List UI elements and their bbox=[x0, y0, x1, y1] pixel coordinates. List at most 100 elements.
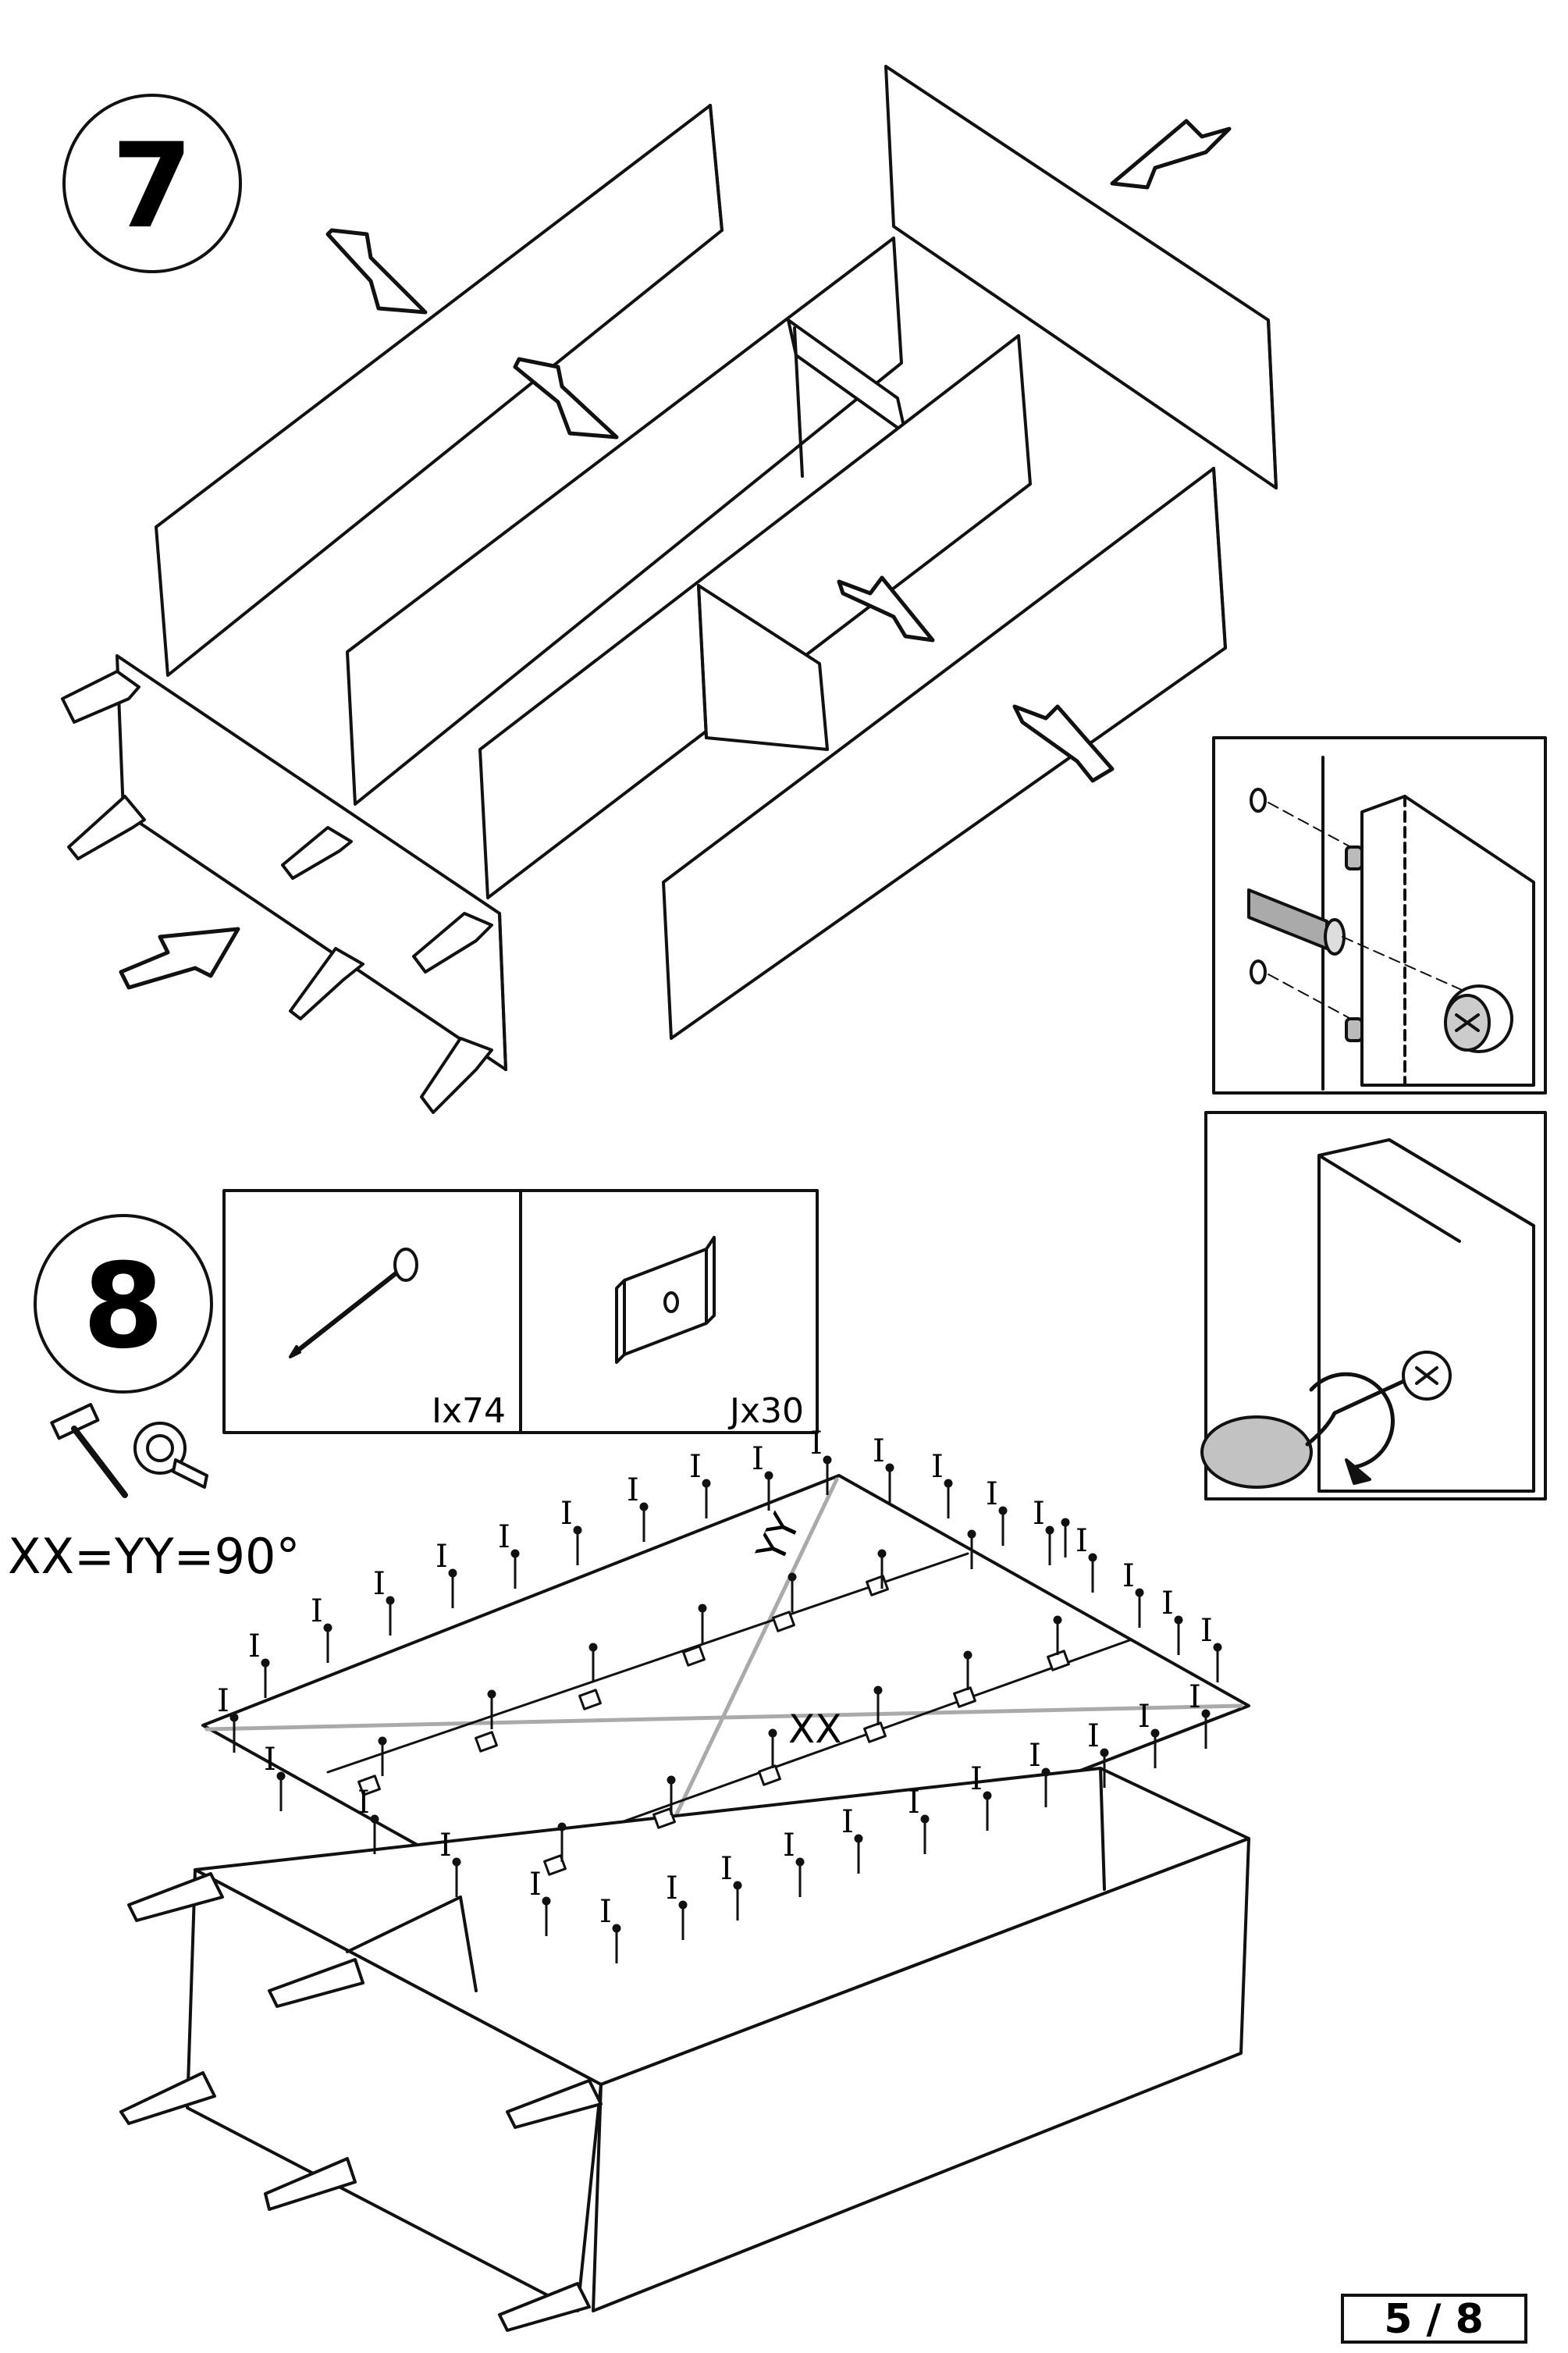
dowel-icon bbox=[1250, 788, 1364, 1042]
nail-label: I bbox=[666, 1871, 678, 1906]
nail-head bbox=[487, 1689, 496, 1699]
nail-label: I bbox=[841, 1804, 854, 1840]
nail-head bbox=[920, 1814, 930, 1824]
nail-head bbox=[823, 1455, 832, 1465]
nail-head bbox=[573, 1525, 582, 1535]
nail-head bbox=[963, 1650, 972, 1660]
nail-label: I bbox=[810, 1426, 823, 1461]
nail-head bbox=[877, 1549, 887, 1558]
arrows-step7 bbox=[119, 119, 1232, 990]
nail-label: I bbox=[627, 1472, 639, 1508]
middle-partition-2 bbox=[478, 334, 1032, 899]
nail-head bbox=[639, 1502, 649, 1511]
nails-I bbox=[229, 1455, 1222, 1963]
step8-number: 8 bbox=[83, 1239, 164, 1375]
nail-label: I bbox=[873, 1433, 885, 1469]
nail-label: I bbox=[264, 1742, 276, 1778]
nail-head bbox=[733, 1881, 742, 1890]
nail-head bbox=[612, 1924, 621, 1933]
nail-label: I bbox=[1087, 1718, 1100, 1754]
back-panel bbox=[155, 104, 724, 677]
nail-label: I bbox=[1029, 1738, 1041, 1774]
screwdriver-icon bbox=[1200, 1351, 1452, 1489]
nail-label: I bbox=[1122, 1558, 1135, 1594]
nail-label: I bbox=[720, 1851, 733, 1887]
screwdriver-detail bbox=[1200, 1111, 1547, 1500]
nail-label: I bbox=[439, 1828, 452, 1864]
nail-label: I bbox=[1200, 1613, 1213, 1649]
nail-label: I bbox=[357, 1785, 370, 1821]
page-number: 5 / 8 bbox=[1384, 2296, 1484, 2343]
nail-head bbox=[854, 1834, 863, 1843]
nail-label: I bbox=[1189, 1679, 1201, 1715]
nail-head bbox=[667, 1775, 676, 1785]
right-side-panel bbox=[884, 65, 1278, 489]
tape-measure-icon bbox=[133, 1422, 208, 1489]
nail-label: I bbox=[217, 1683, 229, 1719]
nail-head bbox=[1213, 1643, 1222, 1652]
nail-head bbox=[370, 1814, 379, 1824]
legs-step8 bbox=[119, 1872, 603, 2332]
part-I-count: Ix74 bbox=[432, 1391, 506, 1431]
nail-head bbox=[998, 1506, 1008, 1515]
nail-head bbox=[1061, 1518, 1070, 1527]
nail-label: I bbox=[436, 1539, 448, 1575]
cabinet-body bbox=[186, 1767, 1250, 2312]
nail-label: I bbox=[311, 1593, 323, 1629]
nail-head bbox=[768, 1728, 777, 1738]
nail-label: I bbox=[560, 1496, 573, 1532]
step7-number: 7 bbox=[112, 119, 193, 255]
nail-head bbox=[1150, 1728, 1160, 1738]
brackets-J bbox=[357, 1575, 1070, 1876]
nail-head bbox=[448, 1568, 457, 1578]
nail-label: I bbox=[908, 1785, 920, 1821]
nail-head bbox=[967, 1529, 976, 1539]
nail-head bbox=[1100, 1748, 1109, 1757]
cam-lock-icon bbox=[1444, 984, 1513, 1053]
nail-label: I bbox=[248, 1629, 261, 1664]
nail-head bbox=[944, 1479, 953, 1488]
part-J-count: Jx30 bbox=[727, 1391, 804, 1431]
nail-head bbox=[229, 1713, 239, 1722]
nail-head bbox=[386, 1596, 395, 1605]
nail-head bbox=[1201, 1709, 1211, 1718]
legs-step7 bbox=[61, 670, 493, 1114]
nail-head bbox=[276, 1771, 286, 1781]
front-panel bbox=[662, 467, 1227, 1040]
nail-head bbox=[873, 1686, 883, 1695]
hammer-icon bbox=[50, 1403, 128, 1498]
nail-head bbox=[788, 1572, 797, 1582]
nail-head bbox=[885, 1463, 894, 1472]
nail-head bbox=[1045, 1525, 1054, 1535]
nail-head bbox=[557, 1822, 567, 1831]
nail-head bbox=[510, 1549, 520, 1558]
nail-label: I bbox=[498, 1519, 510, 1555]
nail-label: I bbox=[783, 1828, 795, 1864]
nail-label: I bbox=[599, 1894, 612, 1930]
nail-head bbox=[1174, 1615, 1183, 1625]
parts-box-bracket bbox=[519, 1189, 819, 1434]
nail-label: I bbox=[931, 1449, 944, 1485]
nail-label: I bbox=[1161, 1586, 1174, 1621]
cam-lock-detail bbox=[1212, 736, 1547, 1095]
middle-partition-1 bbox=[346, 237, 907, 806]
nail-head bbox=[795, 1857, 805, 1867]
back-cover-board bbox=[201, 1474, 1250, 1953]
nail-label: I bbox=[689, 1449, 702, 1485]
nail-head bbox=[1135, 1588, 1144, 1597]
nail-label: I bbox=[1033, 1496, 1045, 1532]
cam-bolt-icon bbox=[1247, 888, 1484, 1000]
nail-label: I bbox=[1138, 1699, 1150, 1735]
nail-head bbox=[1088, 1553, 1097, 1562]
step8-circle bbox=[34, 1214, 213, 1394]
nail-head bbox=[452, 1857, 461, 1867]
step7-circle bbox=[62, 94, 242, 273]
nail-head bbox=[678, 1900, 688, 1910]
diagonal-xx-label: XX bbox=[788, 1707, 842, 1752]
nail-label: I bbox=[986, 1476, 998, 1512]
nail-label: I bbox=[752, 1441, 764, 1477]
nail-head bbox=[542, 1896, 551, 1906]
nail-label: I bbox=[373, 1566, 386, 1602]
